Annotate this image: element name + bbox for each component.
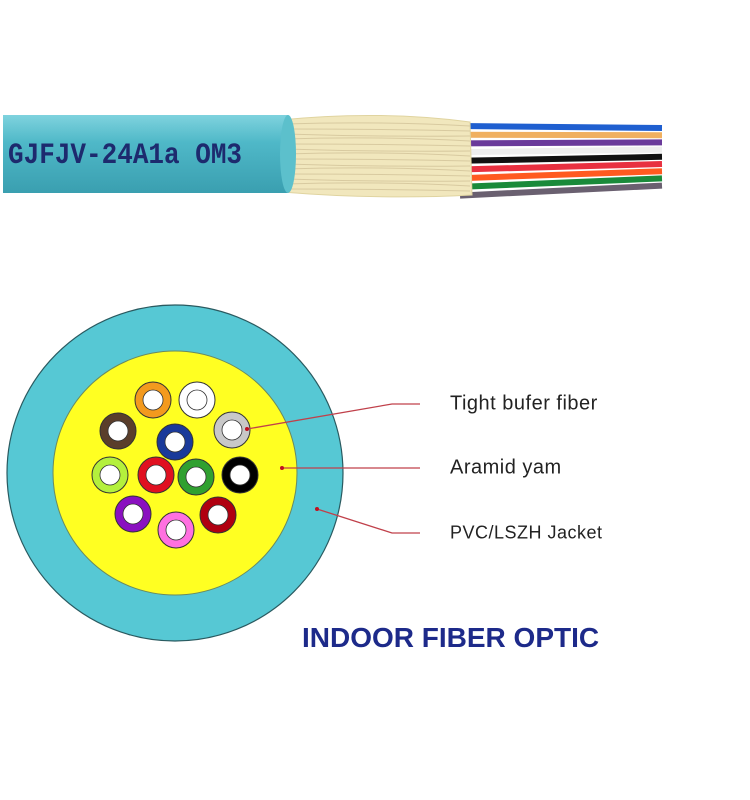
- yarn-strand: [284, 163, 471, 167]
- cable-jacket: [3, 115, 288, 193]
- fiber-strand: [459, 153, 663, 164]
- yarn-strand: [284, 158, 471, 162]
- yarn-strand: [284, 173, 471, 177]
- cable-fibers: [459, 123, 663, 199]
- fiber-strand: [459, 182, 663, 199]
- buffer-fiber: [114, 495, 152, 533]
- cable-jacket-end: [280, 115, 296, 193]
- pointer-dot: [280, 466, 284, 470]
- buffer-fiber: [134, 381, 172, 419]
- pointer-dot: [245, 427, 249, 431]
- yarn-strand: [284, 128, 471, 132]
- label-aramid: Aramid yam: [450, 456, 562, 479]
- leader-line-jacket: [316, 508, 420, 534]
- leader-line-tight-buffer: [246, 403, 420, 430]
- yarn-strand: [284, 182, 471, 187]
- fiber-strand: [459, 175, 663, 190]
- fiber-strand: [459, 139, 663, 147]
- yarn-strand: [284, 122, 471, 127]
- yarn-strand: [284, 143, 471, 147]
- buffer-fiber: [157, 511, 195, 549]
- yarn-strand: [284, 152, 471, 157]
- yarn-strands: [284, 122, 471, 192]
- yarn-strand: [284, 178, 471, 182]
- buffer-fiber: [91, 456, 129, 494]
- fiber-strand: [459, 146, 663, 156]
- buffer-fiber: [156, 423, 194, 461]
- buffer-fiber: [213, 411, 251, 449]
- fiber-strand: [459, 131, 663, 139]
- yarn-strand: [284, 148, 471, 152]
- yarn-strand: [284, 137, 471, 142]
- fiber-strand: [459, 161, 663, 173]
- buffer-fiber: [178, 381, 216, 419]
- buffer-fiber: [99, 412, 137, 450]
- fiber-strand: [459, 168, 663, 182]
- label-jacket: PVC/LSZH Jacket: [450, 522, 603, 543]
- label-tight-buffer: Tight bufer fiber: [450, 392, 598, 415]
- aramid-yarn-layer: [52, 350, 298, 596]
- buffer-fiber: [177, 458, 215, 496]
- buffer-fiber: [221, 456, 259, 494]
- yarn-strand: [284, 167, 471, 172]
- yarn-strand: [284, 188, 471, 192]
- buffer-fiber: [199, 496, 237, 534]
- pointer-dot: [315, 507, 319, 511]
- page-title: INDOOR FIBER OPTIC: [302, 622, 600, 653]
- tight-buffer-fibers: [91, 381, 259, 549]
- yarn-strand: [284, 133, 471, 137]
- fiber-strand: [459, 123, 663, 131]
- buffer-fiber: [137, 456, 175, 494]
- cable-marking: GJFJV-24A1a OM3: [8, 137, 243, 173]
